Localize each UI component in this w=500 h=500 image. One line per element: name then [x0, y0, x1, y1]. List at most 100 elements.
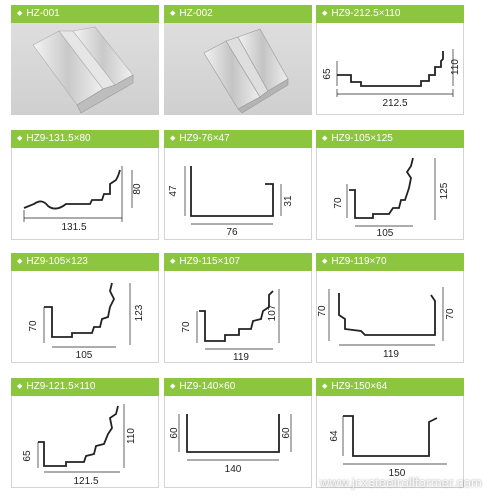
- dim-height-right: 31: [283, 195, 294, 207]
- profile-drawing: 64 150: [316, 396, 464, 488]
- watermark: www.jcxsteelrollformer.com: [320, 475, 482, 490]
- card-title: HZ-001: [26, 8, 60, 19]
- product-card-hz9-76[interactable]: ◆HZ9-76×47 47 31 76: [164, 130, 312, 240]
- dim-height: 64: [329, 430, 340, 442]
- card-header: ◆HZ9-105×125: [316, 130, 464, 148]
- diamond-bullet-icon: ◆: [322, 258, 328, 265]
- card-header: ◆HZ9-115×107: [164, 253, 312, 271]
- profile-diagram: 70 107 119: [181, 289, 280, 362]
- dim-height: 80: [132, 183, 143, 195]
- card-header: ◆HZ9-119×70: [316, 253, 464, 271]
- profile-drawing: 70 70 119: [316, 271, 464, 363]
- dim-height-left: 65: [322, 68, 333, 80]
- dim-width: 131.5: [61, 222, 86, 233]
- dim-width: 212.5: [382, 98, 407, 109]
- diamond-bullet-icon: ◆: [322, 10, 328, 17]
- card-title: HZ9-212.5×110: [331, 8, 401, 19]
- profile-diagram: 80 131.5: [23, 166, 143, 233]
- profile-drawing: 47 31 76: [164, 148, 312, 240]
- card-header: ◆HZ9-212.5×110: [316, 5, 464, 23]
- dim-height-right: 107: [267, 304, 278, 321]
- dim-width: 76: [226, 227, 238, 238]
- product-photo: [11, 23, 159, 115]
- card-header: ◆HZ9-140×60: [164, 378, 312, 396]
- diamond-bullet-icon: ◆: [170, 10, 176, 17]
- dim-width: 150: [389, 468, 406, 479]
- diamond-bullet-icon: ◆: [170, 383, 176, 390]
- product-card-hz9-105x125[interactable]: ◆HZ9-105×125 70 125 105: [316, 130, 464, 240]
- product-card-hz-001[interactable]: ◆HZ-001: [11, 5, 159, 115]
- card-header: ◆HZ-002: [164, 5, 312, 23]
- profile-diagram: 60 60 140: [169, 414, 292, 475]
- product-card-hz9-131[interactable]: ◆HZ9-131.5×80 80 131.5: [11, 130, 159, 240]
- profile-diagram: 65 110 212.5: [322, 49, 461, 109]
- dim-height-right: 60: [281, 427, 292, 439]
- profile-drawing: 80 131.5: [11, 148, 159, 240]
- diamond-bullet-icon: ◆: [17, 383, 23, 390]
- dim-height-left: 70: [181, 321, 192, 333]
- profile-drawing: 60 60 140: [164, 396, 312, 488]
- profile-diagram: 70 123 105: [28, 282, 145, 361]
- diamond-bullet-icon: ◆: [170, 135, 176, 142]
- product-card-hz9-121[interactable]: ◆HZ9-121.5×110 65 110 121.5: [11, 378, 159, 488]
- product-card-hz9-212[interactable]: ◆HZ9-212.5×110 65 110 212.5: [316, 5, 464, 115]
- card-header: ◆HZ-001: [11, 5, 159, 23]
- product-card-hz-002[interactable]: ◆HZ-002: [164, 5, 312, 115]
- profile-diagram: 70 125 105: [333, 157, 450, 239]
- dim-width: 105: [76, 350, 93, 361]
- dim-height-right: 110: [126, 428, 137, 444]
- diamond-bullet-icon: ◆: [322, 135, 328, 142]
- profile-diagram: 65 110 121.5: [22, 404, 137, 487]
- diamond-bullet-icon: ◆: [322, 383, 328, 390]
- product-photo: [164, 23, 312, 115]
- profile-drawing: 65 110 121.5: [11, 396, 159, 488]
- card-header: ◆HZ9-76×47: [164, 130, 312, 148]
- diamond-bullet-icon: ◆: [17, 258, 23, 265]
- card-title: HZ9-119×70: [331, 256, 387, 267]
- diamond-bullet-icon: ◆: [17, 10, 23, 17]
- dim-width: 140: [225, 464, 242, 475]
- card-title: HZ9-105×125: [331, 133, 393, 144]
- profile-drawing: 65 110 212.5: [316, 23, 464, 115]
- dim-height-left: 65: [22, 450, 33, 462]
- diamond-bullet-icon: ◆: [17, 135, 23, 142]
- dim-width: 119: [233, 352, 249, 362]
- profile-drawing: 70 123 105: [11, 271, 159, 363]
- card-header: ◆HZ9-150×64: [316, 378, 464, 396]
- dim-width: 121.5: [73, 476, 98, 487]
- card-title: HZ-002: [179, 8, 213, 19]
- product-card-hz9-150[interactable]: ◆HZ9-150×64 64 150: [316, 378, 464, 488]
- dim-height-left: 70: [333, 197, 344, 209]
- dim-width: 105: [377, 228, 394, 239]
- card-title: HZ9-121.5×110: [26, 381, 96, 392]
- card-title: HZ9-76×47: [179, 133, 230, 144]
- profile-diagram: 64 150: [329, 415, 447, 479]
- card-title: HZ9-150×64: [331, 381, 388, 392]
- card-title: HZ9-105×123: [26, 256, 88, 267]
- card-title: HZ9-131.5×80: [26, 133, 91, 144]
- dim-height-left: 70: [28, 320, 39, 332]
- product-card-hz9-105x123[interactable]: ◆HZ9-105×123 70 123 105: [11, 253, 159, 363]
- card-header: ◆HZ9-121.5×110: [11, 378, 159, 396]
- dim-height-left: 47: [168, 185, 179, 197]
- aluminium-channel-photo: [32, 26, 134, 114]
- diamond-bullet-icon: ◆: [170, 258, 176, 265]
- dim-width: 119: [383, 349, 399, 360]
- product-card-hz9-140[interactable]: ◆HZ9-140×60 60 60 140: [164, 378, 312, 488]
- product-card-hz9-115[interactable]: ◆HZ9-115×107 70 107 119: [164, 253, 312, 363]
- profile-drawing: 70 125 105: [316, 148, 464, 240]
- profile-drawing: 70 107 119: [164, 271, 312, 363]
- profile-diagram: 47 31 76: [168, 166, 294, 238]
- dim-height-right: 110: [450, 59, 461, 75]
- dim-height-right: 70: [445, 308, 456, 320]
- card-header: ◆HZ9-131.5×80: [11, 130, 159, 148]
- aluminium-channel-photo: [203, 28, 289, 114]
- card-title: HZ9-115×107: [179, 256, 241, 267]
- dim-height-left: 70: [317, 305, 328, 317]
- dim-height-right: 123: [134, 304, 145, 321]
- profile-diagram: 70 70 119: [317, 287, 456, 360]
- product-card-hz9-119[interactable]: ◆HZ9-119×70 70 70 119: [316, 253, 464, 363]
- card-title: HZ9-140×60: [179, 381, 236, 392]
- dim-height-right: 125: [439, 182, 450, 199]
